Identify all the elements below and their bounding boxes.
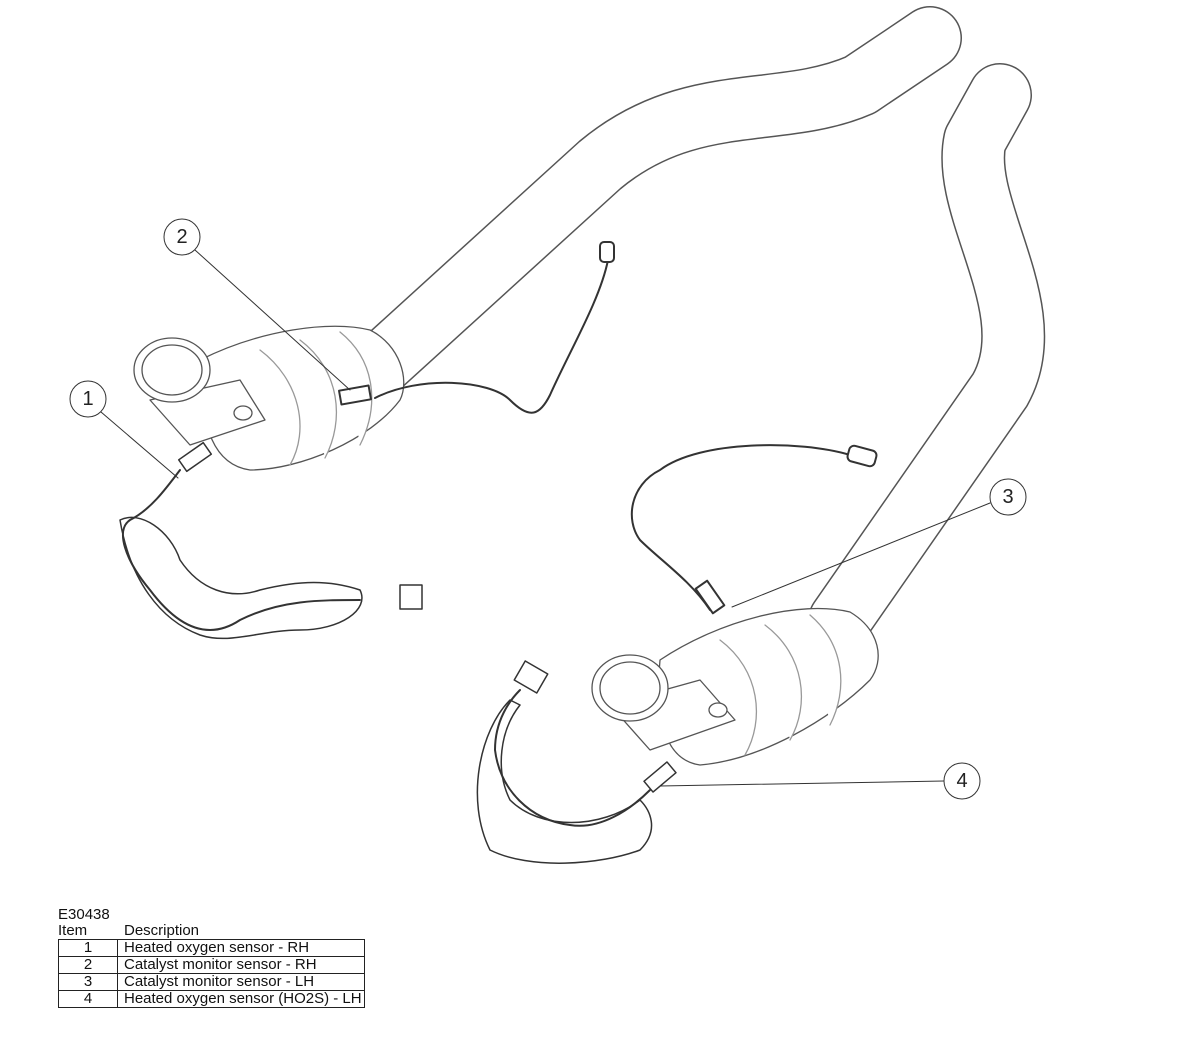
item-number: 3	[58, 973, 118, 991]
item-description: Catalyst monitor sensor - LH	[117, 973, 365, 991]
heated-oxygen-sensor-rh	[119, 441, 423, 640]
item-number: 4	[58, 990, 118, 1008]
callout-4: 4	[943, 762, 981, 800]
callout-leaders	[100, 249, 991, 787]
item-description: Heated oxygen sensor - RH	[117, 939, 365, 957]
callout-label: 2	[176, 226, 187, 248]
lh-catalytic-converter	[591, 607, 879, 766]
catalyst-monitor-sensor-lh	[630, 444, 878, 615]
callout-label: 3	[1002, 486, 1013, 508]
item-header: Item	[58, 922, 88, 939]
callout-label: 1	[82, 388, 93, 410]
callout-2: 2	[163, 218, 201, 256]
description-header: Description	[124, 922, 200, 939]
callout-1: 1	[69, 380, 107, 418]
rh-catalytic-converter	[133, 325, 405, 471]
item-number: 2	[58, 956, 118, 974]
lh-exhaust-pipe	[808, 63, 1046, 652]
callout-3: 3	[989, 478, 1027, 516]
heated-oxygen-sensor-lh	[476, 660, 677, 864]
catalyst-monitor-sensor-rh	[338, 241, 615, 414]
item-description: Catalyst monitor sensor - RH	[117, 956, 365, 974]
callout-label: 4	[956, 770, 967, 792]
item-number: 1	[58, 939, 118, 957]
rh-exhaust-pipe	[348, 6, 962, 397]
legend-header: Item Description	[58, 923, 365, 939]
figure-code: E30438	[58, 906, 110, 923]
item-description: Heated oxygen sensor (HO2S) - LH	[117, 990, 365, 1008]
